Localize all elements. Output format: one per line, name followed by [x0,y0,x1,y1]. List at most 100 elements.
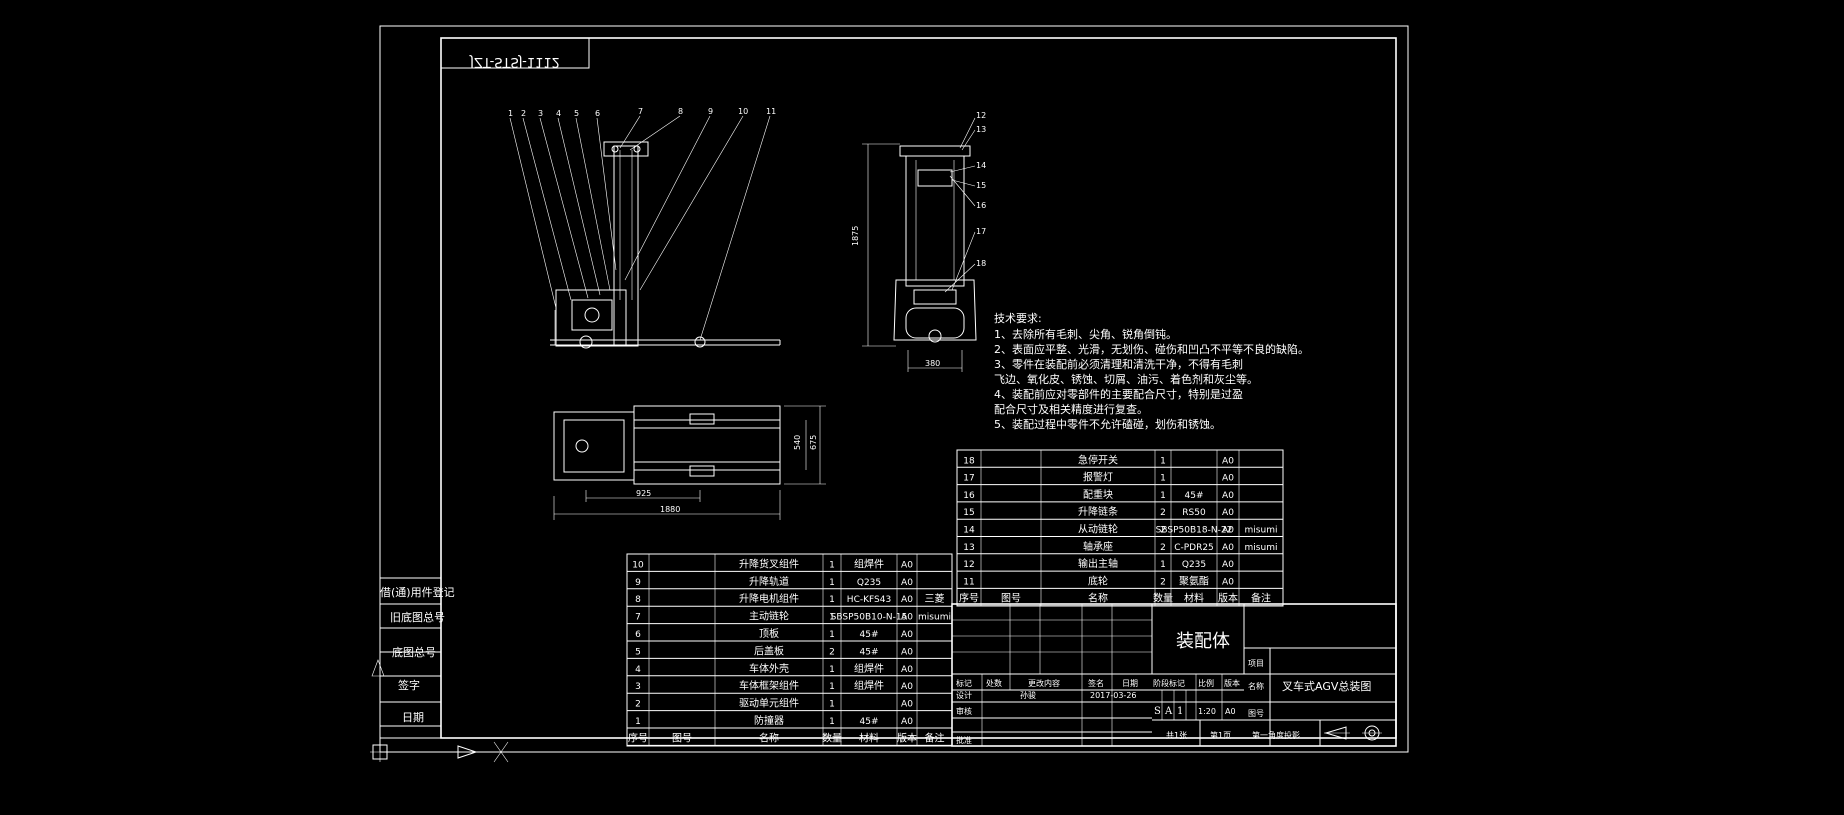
bom-cell-qty: 1 [829,595,835,605]
svg-text:6: 6 [595,109,600,118]
sheet-no: 第1页 [1210,730,1231,740]
bom-cell-name: 底轮 [1088,574,1108,587]
svg-text:比例: 比例 [1198,678,1214,688]
assembly-label: 装配体 [1176,631,1230,652]
bom-cell-no: 16 [963,491,975,501]
svg-text:17: 17 [976,227,986,236]
bom-cell-ver: A0 [901,630,913,640]
bom-cell-ver: A0 [901,578,913,588]
svg-text:借(通)用件登记: 借(通)用件登记 [380,585,455,599]
bom-cell-ver: A0 [901,560,913,570]
svg-text:1: 1 [508,109,513,118]
design-date: 2017-03-26 [1090,691,1137,700]
bom-cell-name: 后盖板 [754,644,784,657]
bom-cell-ver: A0 [901,595,913,605]
drawing-code: JZT-STSJ-1112 [469,54,560,69]
bom-cell-no: 14 [963,526,975,536]
bom-cell-no: 9 [635,578,641,588]
svg-text:3、零件在装配前必须清理和清洗干净，不得有毛刺: 3、零件在装配前必须清理和清洗干净，不得有毛刺 [994,357,1243,371]
bom-cell-no: 8 [635,595,641,605]
side-stamps: 借(通)用件登记 旧底图总号 底图总号 签字 日期 [371,577,455,739]
dim-top-outer-width: 675 [809,435,818,450]
drawing-no-label: 图号 [1248,709,1264,718]
bom-cell-no: 4 [635,665,641,675]
bom-cell-mat: SBSP50B18-N-22 [1156,526,1233,536]
svg-text:旧底图总号: 旧底图总号 [390,610,445,624]
bom-cell-no: 序号 [628,731,648,744]
svg-text:标记: 标记 [956,678,972,688]
svg-text:10: 10 [738,107,748,116]
bom-cell-mat: C-PDR25 [1174,543,1214,553]
svg-text:9: 9 [708,107,713,116]
name-label: 名称 [1248,681,1264,691]
dim-side-height: 1875 [851,226,860,246]
bom-cell-ver: A0 [1222,577,1234,587]
bom-cell-no: 7 [635,613,641,623]
bom-cell-name: 配重块 [1083,488,1113,501]
bom-cell-qty: 2 [1160,508,1166,518]
designer-name: 孙骏 [1020,690,1036,700]
bom-cell-qty: 2 [1160,526,1166,536]
bom-cell-mat: Q235 [1182,560,1206,570]
bom-cell-mat: RS50 [1182,508,1206,518]
bom-cell-note: misumi [1245,543,1278,553]
title-block: 装配体 项目 名称 叉车式AGV总装图 图号 阶段标记 比例 版本 S A 1 … [951,603,1397,747]
bom-cell-note: 三菱 [925,593,945,605]
inner-frame [440,37,1397,739]
svg-text:版本: 版本 [1224,678,1240,688]
dim-top-inner-length: 925 [636,489,651,498]
svg-text:4、装配前应对零部件的主要配合尺寸，特别是过盈: 4、装配前应对零部件的主要配合尺寸，特别是过盈 [994,387,1243,401]
bom-cell-no: 10 [632,560,644,570]
bom-cell-name: 报警灯 [1083,471,1113,484]
svg-text:A0: A0 [1225,707,1236,716]
bom-cell-name: 名称 [1088,592,1108,605]
bom-cell-name: 车体框架组件 [739,679,799,692]
bom-cell-no: 3 [635,682,641,692]
bom-cell-name: 输出主轴 [1078,557,1118,570]
bom-cell-name: 升降链条 [1078,505,1118,518]
code-box [440,37,590,69]
bom-cell-qty: 1 [829,578,835,588]
bom-cell-code: 图号 [1001,593,1021,605]
bom-cell-mat: 组焊件 [854,557,884,570]
project-label: 项目 [1248,659,1264,668]
bom-cell-qty: 1 [829,682,835,692]
balloons-side: 12 13 14 15 16 17 18 [976,111,986,268]
bom-cell-ver: A0 [1222,560,1234,570]
bom-header-row: 序号图号名称数量材料版本备注 [626,728,953,746]
bom-cell-name: 从动链轮 [1078,523,1118,536]
svg-text:日期: 日期 [1122,679,1138,688]
side-view [862,117,977,372]
bom-cell-no: 17 [963,474,974,484]
bom-cell-name: 主动链轮 [749,610,789,623]
svg-text:15: 15 [976,181,986,190]
svg-text:5: 5 [574,109,579,118]
bom-cell-qty: 1 [829,560,835,570]
svg-text:3: 3 [538,109,543,118]
dim-top-outer-length: 1880 [660,505,680,514]
bom-cell-qty: 数量 [822,731,842,744]
bom-cell-name: 驱动单元组件 [739,697,799,710]
svg-text:16: 16 [976,201,986,210]
bom-cell-ver: A0 [1222,526,1234,536]
bom-cell-note: 备注 [1251,592,1271,605]
svg-text:签名: 签名 [1088,678,1104,688]
bom-cell-mat: 45# [860,647,879,657]
bom-cell-no: 12 [963,560,974,570]
bom-cell-mat: Q235 [857,578,881,588]
review-label: 审核 [956,706,972,716]
bom-cell-name: 名称 [759,731,779,744]
svg-text:1、去除所有毛刺、尖角、锐角倒钝。: 1、去除所有毛刺、尖角、锐角倒钝。 [994,327,1177,341]
bom-cell-no: 15 [963,508,974,518]
